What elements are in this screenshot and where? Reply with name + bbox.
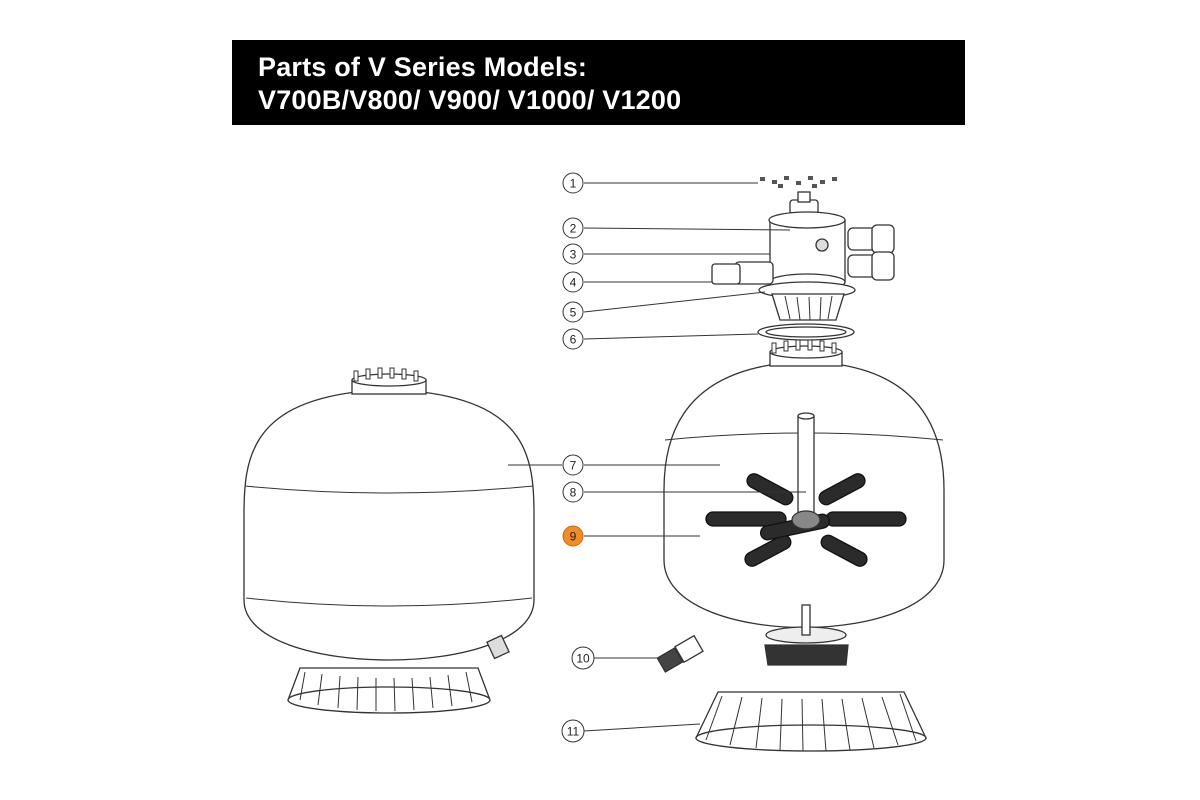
screws-illustration: [760, 176, 837, 188]
callout-6: 6: [562, 328, 584, 350]
svg-text:3: 3: [570, 248, 577, 262]
callout-9: 9: [562, 525, 584, 547]
svg-text:9: 9: [570, 530, 577, 544]
leader-lines: [508, 182, 806, 732]
multiport-valve-illustration: [711, 191, 895, 321]
central-pipe-illustration: [797, 412, 815, 517]
assembled-tank-illustration: [243, 367, 535, 714]
callout-10: 10: [571, 646, 595, 670]
exploded-tank-illustration: [656, 176, 945, 752]
drain-illustration: [656, 634, 704, 673]
base-illustration: [695, 691, 927, 752]
callout-7: 7: [562, 454, 584, 476]
svg-text:4: 4: [570, 276, 577, 290]
callout-4: 4: [562, 271, 584, 293]
svg-text:2: 2: [570, 222, 577, 236]
laterals-illustration: [705, 473, 907, 567]
title-banner: Parts of V Series Models: V700B/V800/ V9…: [232, 40, 965, 125]
callout-2: 2: [562, 217, 584, 239]
o-ring-illustration: [757, 323, 855, 341]
svg-text:10: 10: [576, 652, 590, 666]
leader-line-6: [583, 333, 759, 340]
svg-text:1: 1: [570, 177, 577, 191]
callout-8: 8: [562, 481, 584, 503]
title-line-2: V700B/V800/ V900/ V1000/ V1200: [258, 85, 682, 115]
svg-text:8: 8: [570, 486, 577, 500]
svg-text:11: 11: [567, 725, 580, 739]
callout-5: 5: [562, 301, 584, 323]
title-line-1: Parts of V Series Models:: [258, 52, 588, 82]
leader-line-5: [583, 291, 766, 313]
svg-text:6: 6: [570, 333, 577, 347]
svg-text:7: 7: [570, 459, 577, 473]
callout-3: 3: [562, 243, 584, 265]
callout-1: 1: [562, 172, 584, 194]
leader-line-2: [583, 227, 791, 231]
tank-body-illustration: [663, 339, 945, 629]
callout-11: 11: [561, 719, 585, 743]
leader-line-11: [583, 723, 701, 732]
svg-text:5: 5: [570, 306, 577, 320]
